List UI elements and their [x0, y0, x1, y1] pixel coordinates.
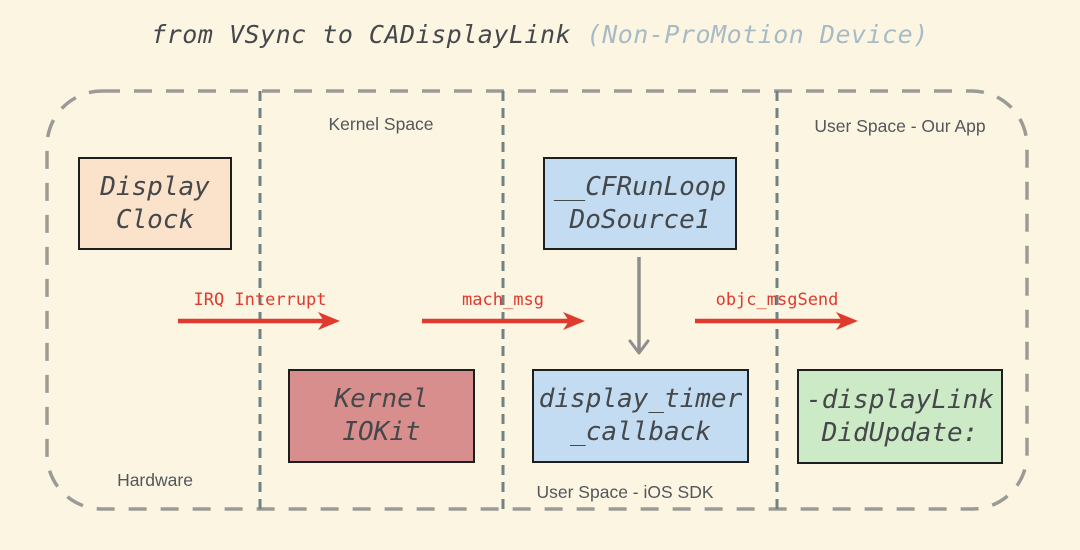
region-label-hardware: Hardware	[117, 470, 193, 490]
arrow-label-objc-msgsend: objc_msgSend	[715, 290, 839, 310]
region-label-user-space-ios-sdk: User Space - iOS SDK	[536, 482, 714, 502]
node-displaylink-line2: DidUpdate:	[821, 417, 979, 448]
node-display-timer-callback: display_timer _callback	[532, 369, 749, 463]
node-displaylink-line1: -displayLink	[806, 384, 994, 415]
node-cfrunloop-dosource1: __CFRunLoop DoSource1	[543, 157, 737, 250]
node-cfrunloop-line1: __CFRunLoop	[553, 171, 727, 202]
node-kernel-iokit-line1: Kernel	[334, 384, 429, 414]
node-cfrunloop-line2: DoSource1	[569, 204, 711, 235]
title-main: from VSync to CADisplayLink	[151, 20, 572, 49]
node-displaylink-didupdate: -displayLink DidUpdate:	[797, 369, 1003, 464]
arrow-label-mach-msg: mach_msg	[462, 290, 544, 310]
node-display-timer-line2: _callback	[570, 417, 711, 447]
node-display-clock-line1: Display	[100, 171, 210, 202]
diagram-title: from VSync to CADisplayLink (Non-ProMoti…	[0, 20, 1080, 49]
node-display-clock-line2: Clock	[115, 204, 195, 235]
arrow-label-irq-interrupt: IRQ Interrupt	[193, 290, 327, 310]
node-kernel-iokit: Kernel IOKit	[288, 369, 475, 463]
region-label-kernel-space: Kernel Space	[328, 114, 434, 134]
region-label-user-space-our-app: User Space - Our App	[814, 116, 986, 136]
node-display-timer-line1: display_timer	[538, 384, 743, 414]
title-suffix: (Non-ProMotion Device)	[571, 20, 929, 49]
node-display-clock: Display Clock	[78, 157, 232, 250]
node-kernel-iokit-line2: IOKit	[342, 417, 421, 447]
